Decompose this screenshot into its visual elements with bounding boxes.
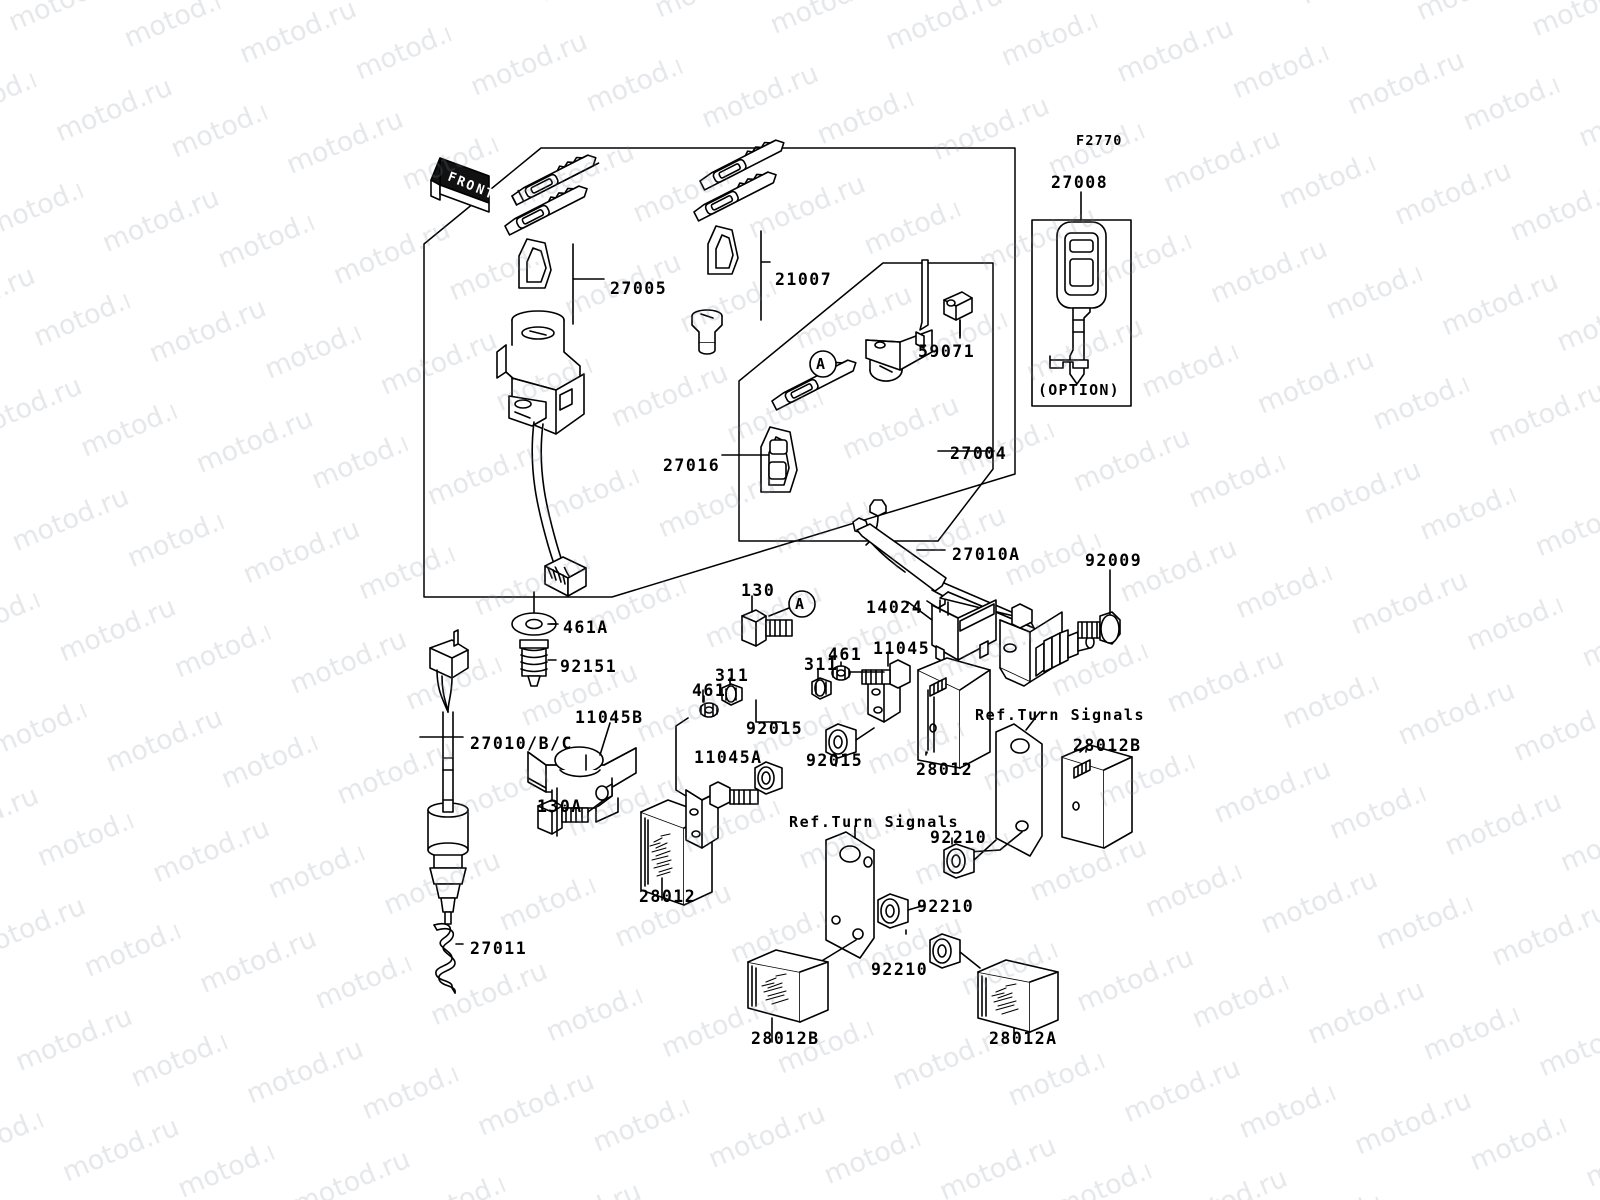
callout-a-2: A xyxy=(795,595,805,613)
part-label-92009: 92009 xyxy=(1085,551,1143,570)
part-label-21007: 21007 xyxy=(775,270,833,289)
part-label-f2770: F2770 xyxy=(1076,133,1123,149)
part-label--option-: (OPTION) xyxy=(1038,381,1120,399)
part-label-27016: 27016 xyxy=(663,456,721,475)
part-label-14024: 14024 xyxy=(866,598,924,617)
part-label-27010a: 27010A xyxy=(952,545,1021,564)
part-label-27011: 27011 xyxy=(470,939,528,958)
part-label-11045: 11045 xyxy=(873,639,931,658)
part-label-461: 461 xyxy=(828,645,863,664)
part-label-11045a: 11045A xyxy=(694,748,763,767)
part-label-92151: 92151 xyxy=(560,657,618,676)
part-label-59071: 59071 xyxy=(918,342,976,361)
part-label-92015: 92015 xyxy=(746,719,804,738)
part-label-ref-turn-signals: Ref.Turn Signals xyxy=(975,706,1146,724)
part-label-ref-turn-signals: Ref.Turn Signals xyxy=(789,813,960,831)
part-label-27004: 27004 xyxy=(950,444,1008,463)
part-label-28012b: 28012B xyxy=(1073,736,1142,755)
part-label-27005: 27005 xyxy=(610,279,668,298)
part-label-28012: 28012 xyxy=(916,760,974,779)
part-label-11045b: 11045B xyxy=(575,708,644,727)
part-label-92210: 92210 xyxy=(917,897,975,916)
part-label-130a: 130A xyxy=(537,797,583,816)
part-label-27008: 27008 xyxy=(1051,173,1109,192)
part-label-28012: 28012 xyxy=(639,887,697,906)
part-label-92210: 92210 xyxy=(871,960,929,979)
part-label-28012a: 28012A xyxy=(989,1029,1058,1048)
part-label-461: 461 xyxy=(692,681,727,700)
part-label-130: 130 xyxy=(741,581,776,600)
part-label-28012b: 28012B xyxy=(751,1029,820,1048)
part-label-92015: 92015 xyxy=(806,751,864,770)
part-label-461a: 461A xyxy=(563,618,609,637)
callout-a-1: A xyxy=(816,355,826,373)
part-label-27010-b-c: 27010/B/C xyxy=(470,734,573,753)
